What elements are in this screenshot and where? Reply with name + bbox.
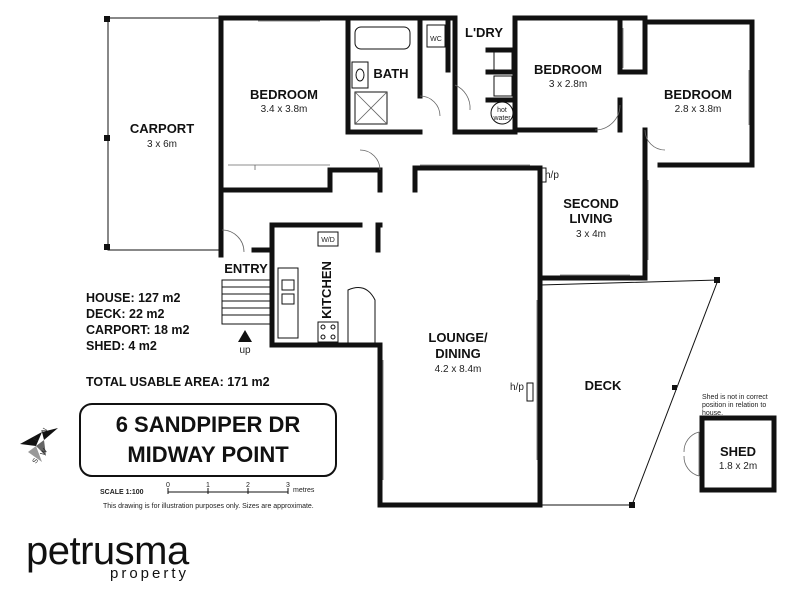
area-carport: CARPORT: 18 m2 [86, 323, 190, 337]
second-living-dims: 3 x 4m [576, 229, 606, 240]
hot-water-line1: hot [497, 107, 507, 114]
shed-note-line2: position in relation to [702, 402, 766, 409]
area-shed: SHED: 4 m2 [86, 339, 157, 353]
bedroom3-dims: 2.8 x 3.8m [675, 104, 722, 115]
compass-icon: N E W S [20, 427, 58, 465]
hp-label-2: h/p [510, 382, 524, 393]
deck-outline [539, 277, 720, 508]
lounge-dims: 4.2 x 8.4m [435, 364, 482, 375]
scale-label: SCALE 1:100 [100, 489, 144, 496]
house-walls [218, 15, 755, 508]
entry-title: ENTRY [224, 261, 268, 276]
compass-s: S [32, 457, 41, 465]
hp-label-1: h/p [545, 170, 559, 181]
laundry-title: L'DRY [465, 25, 503, 40]
bedroom2-dims: 3 x 2.8m [549, 79, 587, 90]
brand-logo: petrusma [26, 529, 190, 573]
kitchen-wd-label: W/D [321, 237, 335, 244]
hot-water-line2: water [492, 115, 511, 122]
compass-n: N [41, 427, 50, 435]
shed-note-line1: Shed is not in correct [702, 394, 768, 401]
lounge-line1: LOUNGE/ [428, 330, 488, 345]
kitchen-title: KITCHEN [319, 261, 334, 319]
scale-unit: metres [293, 487, 315, 494]
shed-dims: 1.8 x 2m [719, 461, 757, 472]
bedroom3-title: BEDROOM [664, 87, 732, 102]
scale-tick-0: 0 [166, 482, 170, 489]
shed-title: SHED [720, 444, 756, 459]
stairs-up-label: up [239, 345, 251, 356]
bath-title: BATH [373, 66, 408, 81]
compass-e: E [33, 435, 42, 443]
scale-bar: SCALE 1:100 0 1 2 3 metres This drawing … [100, 482, 315, 510]
lounge-line2: DINING [435, 346, 481, 361]
wc-label: WC [430, 36, 442, 43]
fixtures [221, 20, 750, 480]
scale-tick-2: 2 [246, 482, 250, 489]
address-line2: MIDWAY POINT [127, 442, 289, 467]
second-living-line1: SECOND [563, 196, 619, 211]
area-deck: DECK: 22 m2 [86, 307, 165, 321]
brand-sub: property [110, 565, 189, 582]
bedroom1-dims: 3.4 x 3.8m [261, 104, 308, 115]
second-living-line2: LIVING [569, 211, 612, 226]
compass-w: W [40, 447, 50, 457]
carport-title: CARPORT [130, 121, 194, 136]
area-house: HOUSE: 127 m2 [86, 291, 181, 305]
carport-dims: 3 x 6m [147, 139, 177, 150]
deck-title: DECK [585, 378, 622, 393]
bedroom1-title: BEDROOM [250, 87, 318, 102]
bedroom2-title: BEDROOM [534, 62, 602, 77]
address-line1: 6 SANDPIPER DR [116, 412, 301, 437]
scale-tick-1: 1 [206, 482, 210, 489]
scale-disclaimer: This drawing is for illustration purpose… [103, 503, 314, 510]
shed-note-line3: house. [702, 410, 723, 417]
address-box [79, 403, 337, 477]
area-total: TOTAL USABLE AREA: 171 m2 [86, 375, 270, 389]
shed-outline [683, 415, 777, 493]
scale-tick-3: 3 [286, 482, 290, 489]
